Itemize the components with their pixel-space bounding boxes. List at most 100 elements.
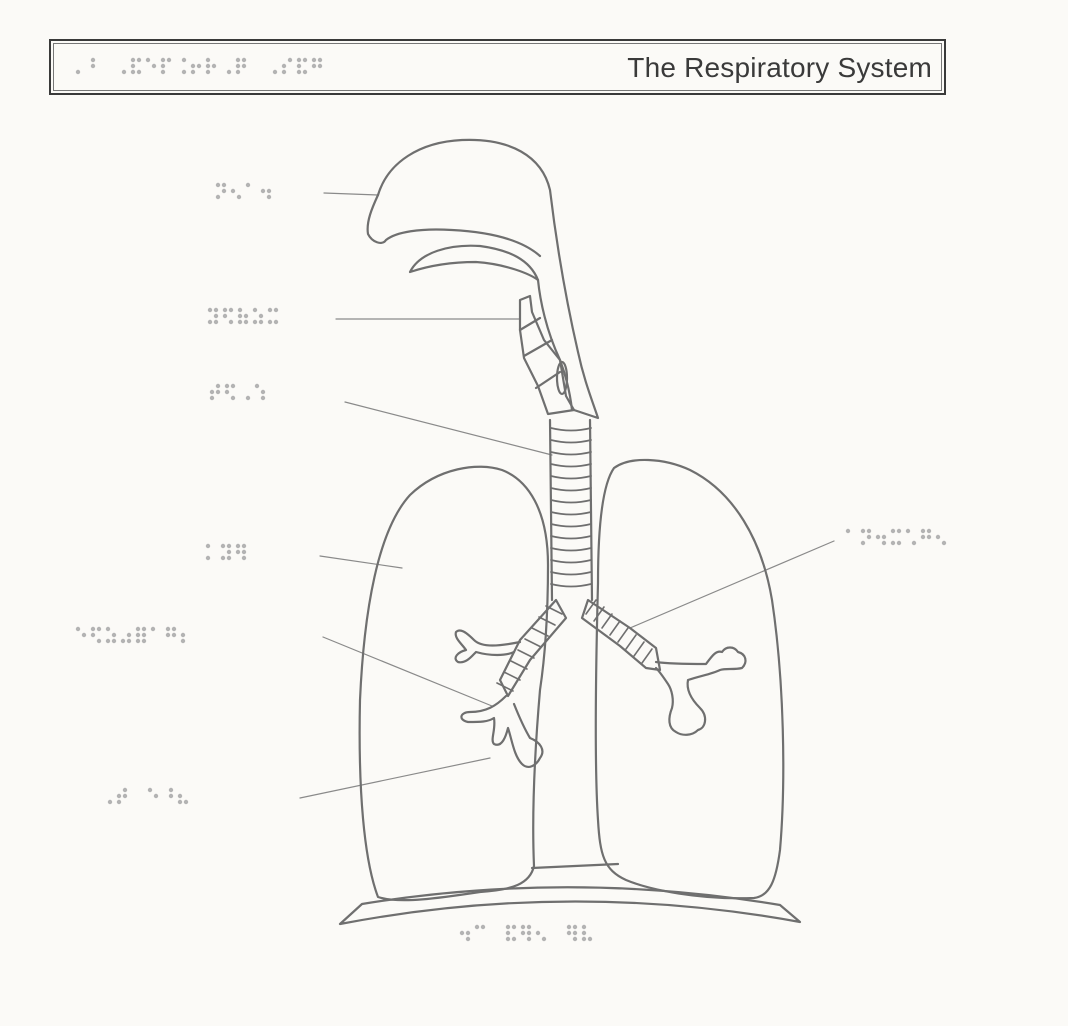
braille-dot <box>171 626 177 632</box>
nasal-cavity-outline <box>376 138 600 420</box>
left-upper-bronchiole <box>454 629 522 664</box>
leader-line-nasal-cavity <box>323 192 379 196</box>
braille-dot <box>111 632 117 638</box>
braille-dot <box>272 69 278 75</box>
braille-dot <box>105 638 111 644</box>
braille-dot <box>474 924 480 930</box>
braille-dot <box>136 69 142 75</box>
braille-dot <box>243 313 249 319</box>
braille-dot <box>130 63 136 69</box>
braille-labels <box>75 57 947 942</box>
braille-dot <box>845 528 851 534</box>
trachea-outline <box>548 418 594 602</box>
braille-dot <box>126 638 132 644</box>
braille-dot <box>205 555 211 561</box>
left-bronchus <box>496 598 568 698</box>
braille-dot <box>258 313 264 319</box>
braille-dot <box>226 555 232 561</box>
braille-dot <box>116 799 122 805</box>
braille-dot <box>147 787 153 793</box>
braille-dot <box>215 389 221 395</box>
left-bronchus-outline <box>498 598 568 698</box>
braille-dot <box>266 194 272 200</box>
braille-dot <box>213 313 219 319</box>
braille-dot <box>90 63 96 69</box>
braille-dot <box>511 936 517 942</box>
right-bronchiole <box>654 646 747 736</box>
braille-dot <box>311 63 317 69</box>
braille-dot <box>190 63 196 69</box>
braille-dot <box>230 383 236 389</box>
braille-dot <box>122 793 128 799</box>
trachea-ring <box>550 451 592 456</box>
braille-dot <box>116 793 122 799</box>
diaphragm <box>338 862 802 926</box>
braille-dot <box>480 924 486 930</box>
nasal-opening <box>366 193 542 258</box>
bronchus-ring <box>593 606 605 622</box>
bronchus-ring <box>609 620 621 636</box>
braille-dot <box>211 63 217 69</box>
braille-dot <box>120 638 126 644</box>
braille-dot <box>881 540 887 546</box>
trachea-ring <box>550 571 592 576</box>
trachea-ring <box>550 463 592 468</box>
braille-dot <box>228 319 234 325</box>
braille-dot <box>866 534 872 540</box>
braille-dot <box>920 528 926 534</box>
braille-dot <box>236 194 242 200</box>
braille-label-nasal-cavity <box>215 182 272 200</box>
braille-dot <box>121 69 127 75</box>
bronchus-ring <box>503 671 521 681</box>
braille-dot <box>566 930 572 936</box>
braille-dot <box>224 383 230 389</box>
trachea-ring <box>550 583 592 588</box>
braille-dot <box>926 528 932 534</box>
braille-dot <box>220 543 226 549</box>
braille-dot <box>205 69 211 75</box>
bronchus-ring <box>496 682 514 692</box>
braille-dot <box>317 63 323 69</box>
braille-dot <box>465 936 471 942</box>
braille-dot <box>145 57 151 63</box>
bronchus-ring <box>641 648 653 664</box>
braille-dot <box>226 549 232 555</box>
braille-title-label <box>75 57 323 75</box>
braille-dot <box>296 57 302 63</box>
braille-dot <box>260 395 266 401</box>
braille-dot <box>226 543 232 549</box>
left-lower-bronchiole <box>460 694 544 768</box>
larynx-ellipse <box>555 360 569 396</box>
braille-dot <box>465 930 471 936</box>
braille-dot <box>245 182 251 188</box>
braille-dot <box>241 543 247 549</box>
braille-dot <box>81 632 87 638</box>
larynx-outline <box>518 294 576 416</box>
bronchus-ring <box>585 599 597 615</box>
braille-dot <box>90 632 96 638</box>
braille-dot <box>317 57 323 63</box>
braille-dot <box>171 632 177 638</box>
bronchus-ring <box>510 660 528 670</box>
bronchus-ring <box>617 627 629 643</box>
braille-dot <box>228 307 234 313</box>
braille-dot <box>254 383 260 389</box>
braille-dot <box>196 63 202 69</box>
braille-dot <box>520 930 526 936</box>
braille-dot <box>209 389 215 395</box>
bronchus-ring <box>531 627 549 637</box>
braille-dot <box>96 638 102 644</box>
left-lung <box>358 465 550 902</box>
braille-dot <box>235 549 241 555</box>
braille-dot <box>222 313 228 319</box>
braille-dot <box>177 799 183 805</box>
braille-dot <box>205 543 211 549</box>
braille-dot <box>215 194 221 200</box>
braille-dot <box>926 534 932 540</box>
braille-dot <box>505 936 511 942</box>
braille-label-bronchioles <box>845 528 947 546</box>
braille-dot <box>287 57 293 63</box>
braille-dot <box>237 319 243 325</box>
right-bronchus <box>580 598 662 672</box>
